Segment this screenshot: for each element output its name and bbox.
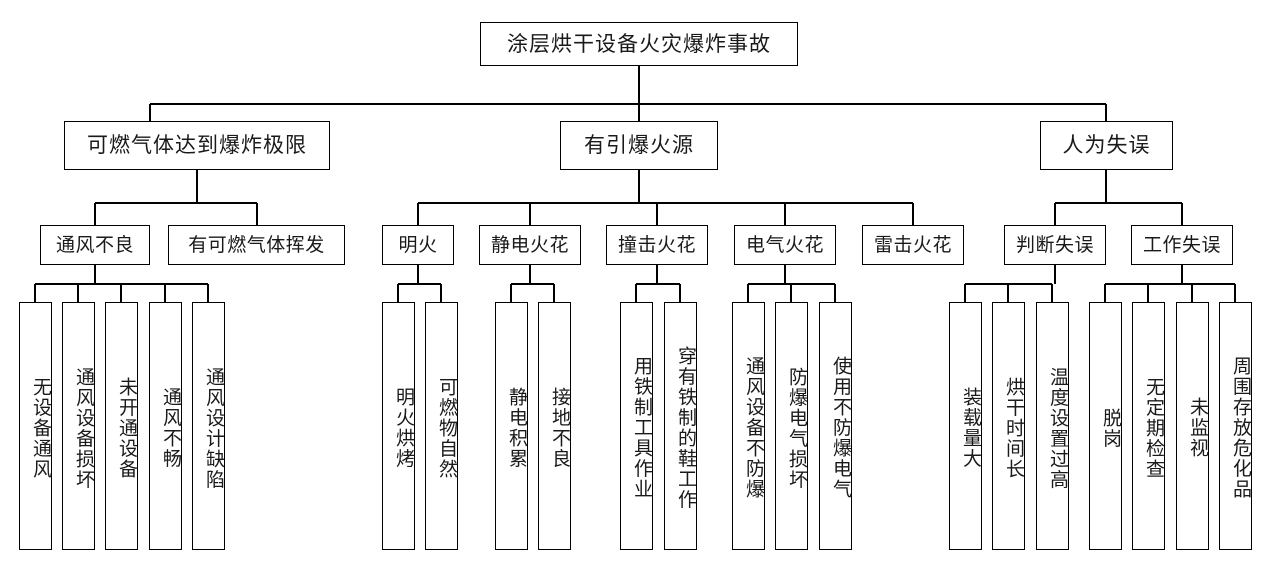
- node-level3-poor-ventilation[interactable]: 通风不良: [40, 225, 150, 265]
- node-leaf-open-flame-baking[interactable]: 明火烘烤: [382, 302, 415, 550]
- node-level2-flammable-gas-limit[interactable]: 可燃气体达到爆炸极限: [64, 121, 330, 170]
- node-root-top-event[interactable]: 涂层烘干设备火灾爆炸事故: [480, 22, 798, 66]
- node-leaf-explosion-proof-electrical-damaged[interactable]: 防爆电气损坏: [775, 302, 808, 550]
- node-leaf-static-accumulation[interactable]: 静电积累: [495, 302, 528, 550]
- node-leaf-large-load[interactable]: 装载量大: [949, 302, 982, 550]
- node-level3-judgement-error[interactable]: 判断失误: [1004, 225, 1106, 265]
- node-leaf-using-non-explosion-proof-electrical[interactable]: 使用不防爆电气: [819, 302, 852, 550]
- node-leaf-ventilation-design-defect[interactable]: 通风设计缺陷: [192, 302, 225, 550]
- node-leaf-combustible-self-ignition[interactable]: 可燃物自然: [425, 302, 458, 550]
- node-leaf-ventilation-not-explosion-proof[interactable]: 通风设备不防爆: [732, 302, 765, 550]
- node-level3-open-flame[interactable]: 明火: [382, 225, 454, 265]
- node-level3-impact-spark[interactable]: 撞击火花: [606, 225, 708, 265]
- node-level3-static-spark[interactable]: 静电火花: [479, 225, 581, 265]
- node-level2-ignition-source[interactable]: 有引爆火源: [560, 121, 718, 170]
- node-level3-lightning-spark[interactable]: 雷击火花: [862, 225, 964, 265]
- node-leaf-absent-from-post[interactable]: 脱岗: [1089, 302, 1122, 550]
- node-leaf-equipment-not-turned-on[interactable]: 未开通设备: [105, 302, 138, 550]
- node-leaf-wearing-iron-shoes[interactable]: 穿有铁制的鞋工作: [664, 302, 697, 550]
- node-leaf-ventilation-blocked[interactable]: 通风不畅: [149, 302, 182, 550]
- node-leaf-hazardous-chemicals-stored-nearby[interactable]: 周围存放危化品: [1219, 302, 1252, 550]
- node-leaf-temperature-set-too-high[interactable]: 温度设置过高: [1036, 302, 1069, 550]
- node-leaf-ventilation-equipment-damaged[interactable]: 通风设备损坏: [62, 302, 95, 550]
- node-leaf-poor-grounding[interactable]: 接地不良: [538, 302, 571, 550]
- node-leaf-no-ventilation-equipment[interactable]: 无设备通风: [19, 302, 52, 550]
- node-level3-operation-error[interactable]: 工作失误: [1131, 225, 1233, 265]
- node-leaf-no-monitoring[interactable]: 未监视: [1176, 302, 1209, 550]
- node-leaf-using-iron-tools[interactable]: 用铁制工具作业: [620, 302, 653, 550]
- node-leaf-no-regular-inspection[interactable]: 无定期检查: [1132, 302, 1165, 550]
- node-leaf-long-drying-time[interactable]: 烘干时间长: [992, 302, 1025, 550]
- node-level3-flammable-gas-evaporation[interactable]: 有可燃气体挥发: [168, 225, 345, 265]
- node-level3-electrical-spark[interactable]: 电气火花: [734, 225, 836, 265]
- node-level2-human-error[interactable]: 人为失误: [1040, 121, 1173, 170]
